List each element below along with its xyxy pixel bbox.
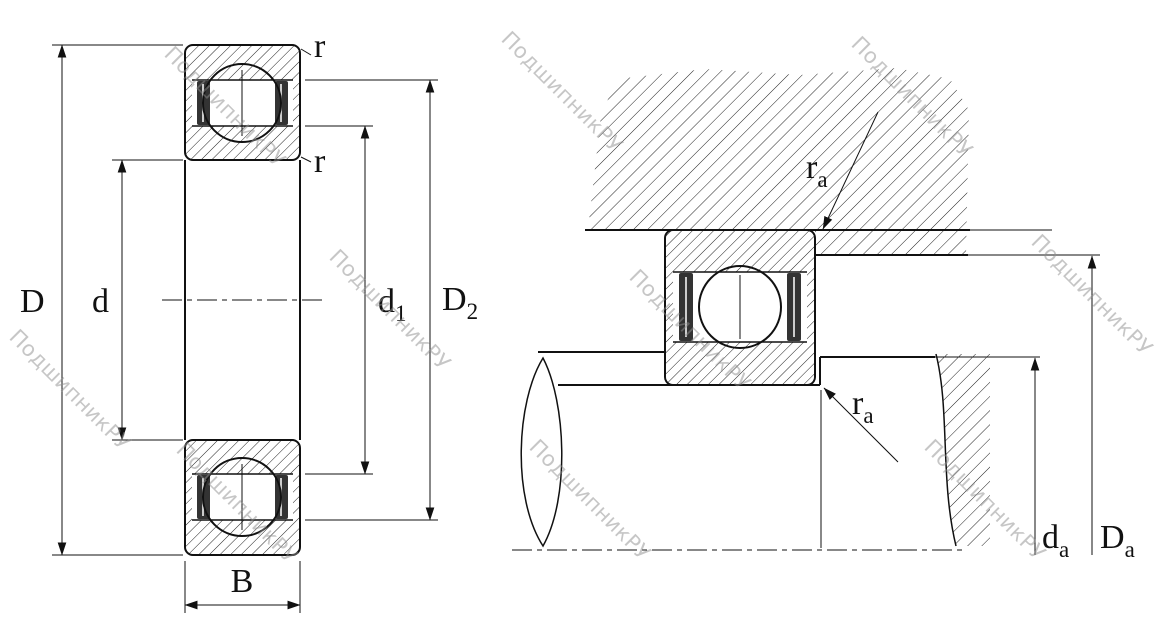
dimension-d: d bbox=[92, 159, 183, 441]
leader-line bbox=[300, 156, 312, 163]
shaft-break-lens bbox=[520, 356, 563, 548]
watermark: ПодшипникРУ bbox=[325, 245, 456, 376]
bearing-section-bottom-half bbox=[184, 439, 301, 556]
watermark: ПодшипникРУ bbox=[525, 435, 656, 566]
callout-ra-housing: ra bbox=[806, 111, 879, 230]
housing-section bbox=[585, 68, 1100, 256]
label-d: d bbox=[92, 283, 109, 320]
watermark: ПодшипникРУ bbox=[497, 27, 628, 158]
shaft-break-hatch bbox=[936, 354, 990, 546]
label-d1: d1 bbox=[378, 283, 407, 326]
dimension-D2: D2 bbox=[305, 79, 478, 521]
watermark: ПодшипникРУ bbox=[5, 325, 136, 456]
dimension-B: B bbox=[184, 561, 301, 613]
callout-ra-shaft: ra bbox=[823, 385, 899, 463]
label-r-top: r bbox=[314, 28, 326, 65]
label-ra-housing: ra bbox=[806, 149, 828, 192]
label-B: B bbox=[231, 563, 254, 600]
label-Da: Da bbox=[1100, 519, 1135, 562]
shaft-section bbox=[512, 351, 1040, 551]
ring-outline bbox=[184, 439, 301, 556]
ball bbox=[202, 457, 282, 537]
ring-outline bbox=[184, 44, 301, 161]
ball bbox=[202, 63, 282, 143]
label-r-bottom: r bbox=[314, 143, 326, 180]
mounted-bearing-block bbox=[664, 229, 816, 386]
ring-outline bbox=[664, 229, 816, 386]
ball bbox=[698, 265, 782, 349]
label-da: da bbox=[1042, 519, 1069, 562]
leader-line bbox=[300, 48, 312, 56]
bearing-front-section-view: D d d1 D2 B bbox=[20, 28, 478, 613]
bearing-section-top-half bbox=[184, 44, 301, 161]
callout-r-bottom: r bbox=[300, 143, 326, 180]
label-ra-shaft: ra bbox=[852, 385, 874, 428]
housing-hatch-area bbox=[588, 68, 969, 255]
label-D: D bbox=[20, 283, 45, 320]
bearing-mounted-section-view: ra ra da Da bbox=[512, 68, 1135, 562]
dimension-Da: Da bbox=[1087, 255, 1135, 562]
leader-line bbox=[822, 111, 879, 230]
leader-line bbox=[823, 387, 899, 463]
watermarks: ПодшипникРУ ПодшипникРУ ПодшипникРУ Подш… bbox=[5, 27, 1158, 569]
shaft-break-curve bbox=[935, 353, 957, 547]
dimension-D: D bbox=[20, 44, 183, 556]
callout-r-top: r bbox=[300, 28, 326, 65]
dimension-da: da bbox=[1030, 357, 1069, 562]
dimension-d1: d1 bbox=[305, 125, 407, 475]
label-D2: D2 bbox=[442, 281, 478, 324]
